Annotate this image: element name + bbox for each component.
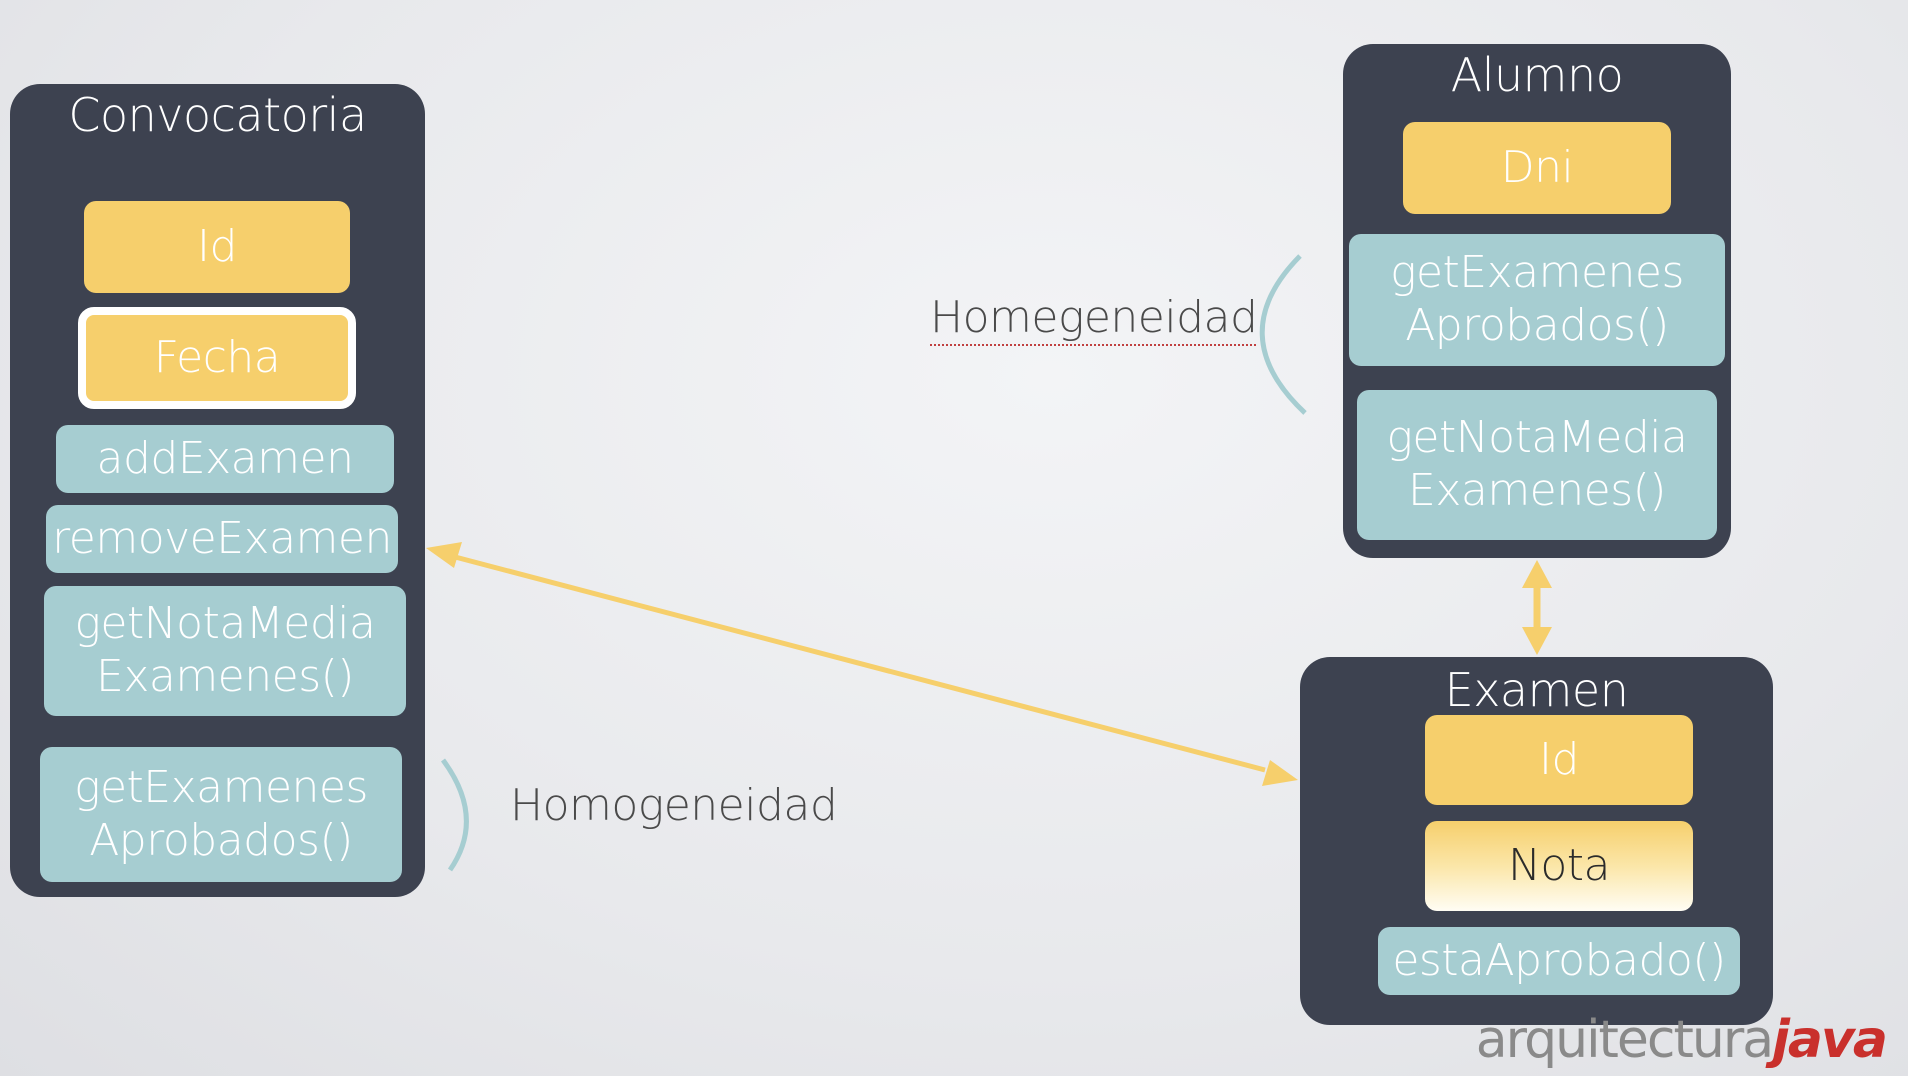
method-label-line: Examenes() bbox=[1408, 465, 1666, 516]
examen-nota-label: Nota bbox=[1507, 839, 1611, 891]
esta-aprobado-method[interactable]: estaAprobado() bbox=[1378, 927, 1740, 995]
examen-panel: Examen Id Nota estaAprobado() bbox=[1300, 657, 1773, 1025]
alumno-get-nota-media-method[interactable]: getNotaMedia Examenes() bbox=[1357, 390, 1717, 540]
alumno-examen-arrow bbox=[1522, 560, 1552, 655]
convocatoria-fecha-attribute[interactable]: Fecha bbox=[78, 307, 356, 409]
convocatoria-id-label: Id bbox=[197, 220, 237, 272]
convocatoria-get-nota-media-method[interactable]: getNotaMedia Examenes() bbox=[44, 586, 406, 716]
convocatoria-panel: Convocatoria Id Fecha addExamen removeEx… bbox=[10, 84, 425, 897]
alumno-dni-attribute[interactable]: Dni bbox=[1403, 122, 1671, 214]
add-examen-method[interactable]: addExamen bbox=[56, 425, 394, 493]
homegeneidad-bracket bbox=[1259, 254, 1307, 415]
convocatoria-fecha-label: Fecha bbox=[153, 331, 281, 383]
method-label-line: getNotaMedia bbox=[74, 598, 376, 650]
examen-id-label: Id bbox=[1539, 733, 1579, 785]
convocatoria-id-attribute[interactable]: Id bbox=[84, 201, 350, 293]
examen-title: Examen bbox=[1444, 663, 1629, 717]
method-label-line: getExamenes bbox=[74, 761, 368, 813]
logo-part-java: java bbox=[1772, 1010, 1888, 1070]
remove-examen-label: removeExamen bbox=[52, 512, 392, 564]
alumno-panel: Alumno Dni getExamenes Aprobados() getNo… bbox=[1343, 44, 1731, 558]
alumno-title: Alumno bbox=[1450, 48, 1624, 102]
method-label-line: Examenes() bbox=[96, 651, 354, 702]
convocatoria-title: Convocatoria bbox=[68, 88, 367, 142]
homogeneidad-label: Homogeneidad bbox=[510, 780, 838, 831]
remove-examen-method[interactable]: removeExamen bbox=[46, 505, 398, 573]
logo-part-arquitectura: arquitectura bbox=[1475, 1010, 1774, 1070]
convocatoria-get-examenes-aprobados-method[interactable]: getExamenes Aprobados() bbox=[40, 747, 402, 882]
examen-id-attribute[interactable]: Id bbox=[1425, 715, 1693, 805]
examen-nota-attribute[interactable]: Nota bbox=[1425, 821, 1693, 911]
arquitectura-java-logo: arquitecturajava bbox=[1475, 1010, 1888, 1070]
homegeneidad-label: Homegeneidad bbox=[930, 292, 1258, 343]
add-examen-label: addExamen bbox=[96, 432, 354, 484]
alumno-get-examenes-aprobados-method[interactable]: getExamenes Aprobados() bbox=[1349, 234, 1725, 366]
homogeneidad-bracket bbox=[440, 758, 469, 872]
method-label-line: getExamenes bbox=[1390, 247, 1684, 299]
method-label-line: Aprobados() bbox=[1405, 300, 1669, 351]
method-label-line: getNotaMedia bbox=[1386, 412, 1688, 464]
method-label-line: Aprobados() bbox=[89, 814, 353, 866]
convocatoria-examen-arrow bbox=[426, 542, 1298, 786]
esta-aprobado-label: estaAprobado() bbox=[1392, 934, 1726, 986]
alumno-dni-label: Dni bbox=[1500, 141, 1574, 193]
